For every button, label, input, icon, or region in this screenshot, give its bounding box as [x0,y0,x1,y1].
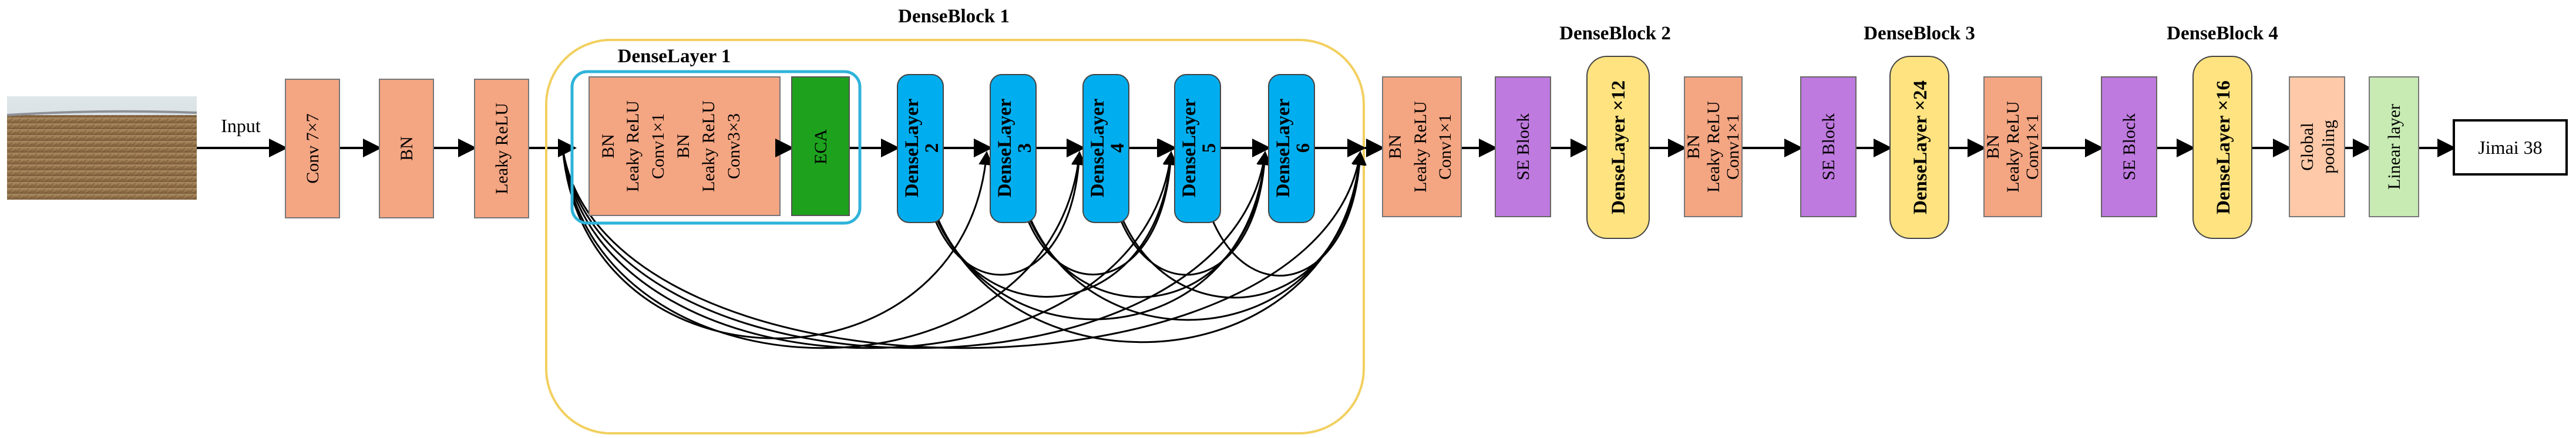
transition-1-line: Conv1×1 [1435,114,1455,180]
op-line: Leaky ReLU [623,100,643,192]
denselayer-5-label: DenseLayer [1179,99,1200,198]
denselayer-1-ops-box [588,76,781,216]
transition-1-line: Leaky ReLU [1411,101,1430,193]
se-block-2-label: SE Block [1819,113,1838,180]
denselayer-6-label: DenseLayer [1273,99,1294,198]
denselayer-5: DenseLayer 5 [1174,74,1221,223]
conv7x7-label: Conv 7×7 [303,113,322,183]
dense-connection-arc [561,147,1271,349]
stem: Conv 7×7 BN Leaky ReLU [285,79,529,218]
denselayer-1-ops-text: BN Leaky ReLU Conv1×1 BN Leaky ReLU Conv… [598,100,744,192]
bn-box: BN [379,79,434,218]
denselayer-5-number: 5 [1199,143,1220,153]
op-line: Conv1×1 [648,113,668,179]
denselayer-2: DenseLayer 2 [897,74,944,223]
linear-layer-label: Linear layer [2385,104,2404,190]
denselayer-4-label: DenseLayer [1087,99,1108,198]
transition-3-line: Leaky ReLU [2003,101,2023,193]
denselayer-2-number: 2 [922,143,943,153]
denseblock-3-label: DenseLayer ×24 [1910,80,1931,214]
denselayer-1: DenseLayer 1 BN Leaky ReLU Conv1×1 BN Le… [570,46,862,225]
denselayer-6: DenseLayer 6 [1268,74,1315,223]
denseblock-2-label: DenseLayer ×12 [1608,80,1629,214]
leaky-relu-label: Leaky ReLU [492,103,512,194]
se-block-1-label: SE Block [1514,113,1533,180]
global-pooling-box: Global pooling [2289,76,2345,217]
denseblock-1-outline [545,39,1365,434]
denselayer-3-label: DenseLayer [994,99,1015,198]
transition-2-line: BN [1684,134,1703,159]
transition-3-line: Conv1×1 [2023,114,2042,180]
input-label: Input [221,115,261,136]
transition-2-line: Conv1×1 [1723,114,1743,180]
transition-1-line: BN [1385,134,1405,159]
op-line: Conv3×3 [724,113,744,179]
se-block-2: SE Block [1800,76,1857,217]
denselayer-1-outline [570,70,862,225]
denselayer-4: DenseLayer 4 [1082,74,1129,223]
dense-connection-arc [1012,147,1272,298]
denselayer-4-number: 4 [1107,143,1128,153]
se-block-3-label: SE Block [2120,113,2139,180]
leaky-relu-box: Leaky ReLU [474,79,529,218]
output-label: Jimai 38 [2478,137,2542,158]
denseblock-2-title: DenseBlock 2 [1559,23,1671,44]
global-pooling-line: Global [2298,123,2317,171]
denselayer-1-title: DenseLayer 1 [618,46,731,67]
denseblock-4: DenseLayer ×16 [2192,56,2252,239]
op-line: Leaky ReLU [699,100,718,192]
transition-3: BN Leaky ReLU Conv1×1 [1983,76,2042,217]
conv7x7-box: Conv 7×7 [285,79,340,218]
dense-connection-arc [561,147,1085,349]
eca-label: ECA [811,129,830,164]
dense-connection-arc [561,147,1177,349]
dense-connection-arc [1105,147,1367,299]
op-line: BN [598,134,618,159]
transition-1: BN Leaky ReLU Conv1×1 [1382,76,1462,217]
denseblock-2: DenseLayer ×12 [1586,56,1650,239]
dense-connection-arc [561,147,1366,349]
denselayer-3-number: 3 [1014,143,1035,153]
denseblock-4-label: DenseLayer ×16 [2213,80,2234,214]
denseblock-3: DenseLayer ×24 [1889,56,1949,239]
eca-box [791,76,850,216]
denselayer-3: DenseLayer 3 [990,74,1037,223]
denseblock-4-title: DenseBlock 4 [2167,23,2278,44]
se-block-1: SE Block [1495,76,1551,217]
global-pooling-line: pooling [2319,120,2338,174]
op-line: BN [674,134,693,159]
linear-layer-box: Linear layer [2369,76,2419,217]
bn-label: BN [397,136,416,161]
transition-3-line: BN [1983,134,2003,159]
dense-connection-arc [919,147,1178,298]
denselayer-2-label: DenseLayer [902,99,923,198]
transition-2: BN Leaky ReLU Conv1×1 [1684,76,1743,217]
denseblock-1-title: DenseBlock 1 [898,6,1010,27]
denseblock-3-title: DenseBlock 3 [1864,23,1975,44]
output-box: Jimai 38 [2453,119,2568,176]
transition-2-line: Leaky ReLU [1704,101,1723,193]
denselayer-6-number: 6 [1293,143,1314,153]
se-block-3: SE Block [2101,76,2157,217]
input-image [6,96,197,200]
